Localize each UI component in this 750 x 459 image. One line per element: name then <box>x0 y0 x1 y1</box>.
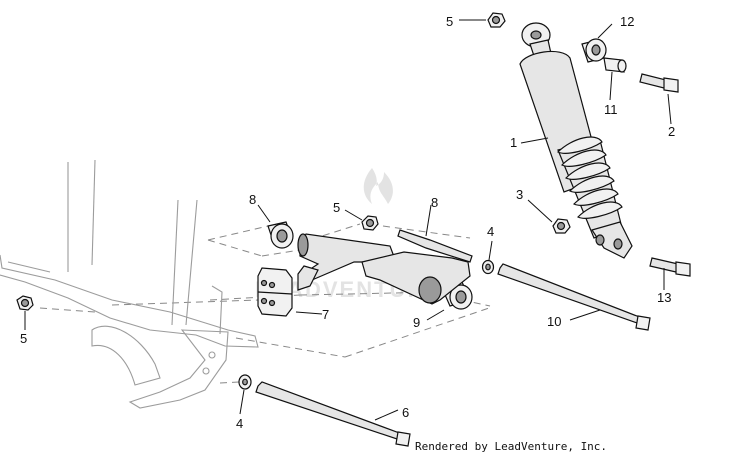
bushing-upper <box>267 221 294 249</box>
nut-left <box>16 295 34 311</box>
top-bushing <box>581 38 607 63</box>
callout-2: 2 <box>668 124 675 139</box>
callout-3: 3 <box>516 187 523 202</box>
shock-spring <box>556 136 623 219</box>
nut-center <box>361 215 379 231</box>
callout-1: 1 <box>510 135 517 150</box>
bolt-shock-lower <box>649 257 691 277</box>
washer-lower <box>238 374 252 390</box>
callout-6: 7 <box>322 307 329 322</box>
callout-4-lower: 4 <box>236 416 243 431</box>
leader-lines <box>24 19 672 421</box>
nut-shock <box>552 218 571 234</box>
long-bolt-upper <box>497 263 651 331</box>
swing-arm <box>297 229 473 305</box>
callout-4-upper: 4 <box>487 224 494 239</box>
callout-5-left: 5 <box>20 331 27 346</box>
spacer-sleeve <box>603 57 627 73</box>
frame-outline <box>0 159 259 409</box>
rubber-block <box>257 267 293 317</box>
callout-5-top: 5 <box>446 14 453 29</box>
callout-9: 6 <box>402 405 409 420</box>
nut-top <box>487 12 506 28</box>
callout-5-center: 5 <box>333 200 340 215</box>
callout-8-lower: 9 <box>413 315 420 330</box>
callout-7: 8 <box>431 195 438 210</box>
callout-12: 12 <box>620 14 634 29</box>
long-bolt-lower <box>255 381 411 447</box>
callout-8-upper: 8 <box>249 192 256 207</box>
shock-absorber <box>519 22 633 259</box>
bolt-shock-upper <box>639 73 679 93</box>
callout-13: 13 <box>657 290 671 305</box>
credit-text: Rendered by LeadVenture, Inc. <box>415 440 608 453</box>
callout-labels: 5 12 11 2 1 3 13 4 8 5 8 7 9 10 5 4 6 <box>20 14 675 431</box>
callout-11: 11 <box>604 102 618 117</box>
washer-upper <box>481 259 495 275</box>
callout-10: 10 <box>547 314 561 329</box>
